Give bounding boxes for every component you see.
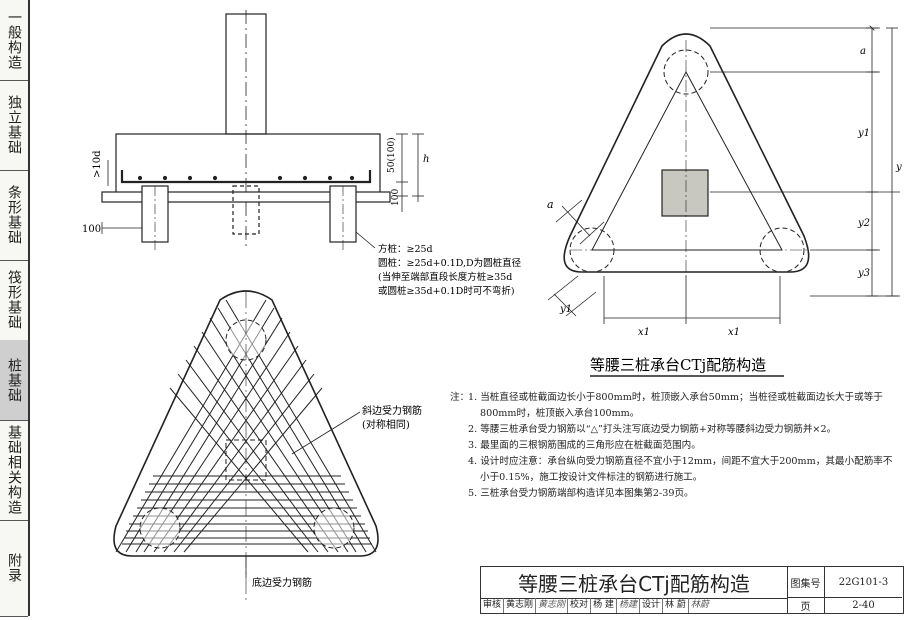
signature-row: 审核 黄志刚 黄志刚 校对 杨 建 杨建 设计 林 蔚 林蔚: [481, 598, 788, 613]
dim-100-right: 100: [391, 189, 401, 206]
note-item-4: 4. 设计时应注意：承台纵向受力钢筋直径不宜小于12mm，间距不宜大于200mm…: [468, 456, 893, 483]
cushion-layer: [101, 191, 391, 203]
atlas-label: 图集号: [787, 567, 825, 598]
drawing-area: >10d 50(100) h 100 100 方桩：≥25d 圆桩：≥25d+0…: [30, 0, 909, 620]
leader-slant: [291, 411, 361, 455]
dim-y2: y2: [857, 218, 870, 229]
sidebar-tab-6[interactable]: 附录: [0, 520, 28, 617]
check-label: 校对: [568, 598, 592, 613]
note-item-5: 5. 三桩承台受力钢筋端部构造详见本图集第2-39页。: [468, 488, 694, 499]
pile-triangle: [591, 70, 783, 251]
sidebar-tab-4[interactable]: 桩基础: [0, 340, 28, 421]
anchor-line-3: (当伸至端部直段长度方桩≥35d: [378, 271, 512, 283]
page-value: 2-40: [852, 600, 875, 611]
page-label: 页: [787, 598, 825, 613]
note-item-1: 1. 当桩直径或桩截面边长小于800mm时，桩顶嵌入承台50mm；当桩径或桩截面…: [468, 392, 883, 419]
review-signature: 黄志刚: [536, 598, 569, 613]
dim-100-left: 100: [82, 224, 101, 235]
dim-y: y: [895, 162, 902, 173]
design-label: 设计: [640, 598, 663, 613]
anchor-note: 方桩：≥25d 圆桩：≥25d+0.1D,D为圆桩直径 (当伸至端部直段长度方桩…: [378, 243, 522, 297]
dim-x1-left: x1: [638, 327, 650, 338]
label-slant-bars: 斜边受力钢筋: [362, 404, 422, 417]
sidebar-tab-label: 一般构造: [6, 10, 22, 70]
dims-left: [547, 199, 605, 317]
notes-block: 注： 1. 当桩直径或桩截面边长小于800mm时，桩顶嵌入承台50mm；当桩径或…: [450, 390, 902, 502]
dim-x1-right: x1: [728, 327, 740, 338]
atlas-value: 22G101-3: [825, 567, 902, 598]
sidebar-tab-1[interactable]: 独立基础: [0, 80, 28, 171]
note-item-3: 3. 最里面的三根钢筋围成的三角形应在桩截面范围内。: [468, 440, 701, 451]
sidebar: 一般构造独立基础条形基础筏形基础桩基础基础相关构造附录: [0, 0, 30, 617]
rebar-dots: [137, 175, 355, 181]
sidebar-tab-label: 附录: [6, 553, 22, 583]
pile-center-hidden: [232, 185, 260, 235]
notes-label: 注：: [450, 392, 470, 403]
cap-plan: [547, 28, 900, 324]
anchor-line-4: 或圆桩≥35d+0.1D时可不弯折): [378, 285, 515, 297]
design-name: 林 蔚: [663, 598, 689, 613]
sidebar-tab-label: 基础相关构造: [6, 425, 22, 515]
review-label: 审核: [481, 598, 505, 613]
drawing-canvas: >10d 50(100) h 100 100 方桩：≥25d 圆桩：≥25d+0…: [82, 10, 902, 600]
sidebar-tab-label: 桩基础: [6, 357, 22, 403]
dims-right: [710, 28, 900, 297]
cap-outline: [563, 33, 810, 273]
column-section: [661, 169, 709, 217]
design-signature: 林蔚: [690, 600, 709, 610]
label-bottom-bars: 底边受力钢筋: [252, 576, 312, 589]
dim-y1: y1: [857, 128, 870, 139]
anchor-line-2: 圆桩：≥25d+0.1D,D为圆桩直径: [378, 257, 522, 269]
title-block: 等腰三桩承台CTj配筋构造 图集号 22G101-3 页 2-40 审核 黄志刚…: [480, 566, 904, 614]
sidebar-tab-0[interactable]: 一般构造: [0, 0, 28, 81]
dims-bottom: [603, 276, 781, 324]
cap-plan-caption: 等腰三桩承台CTj配筋构造: [590, 356, 766, 374]
label-slant-note: (对称相同): [362, 418, 410, 431]
section-view: [101, 10, 424, 250]
dim-y3: y3: [857, 268, 870, 279]
dim-h: h: [423, 154, 429, 165]
check-name: 杨 建: [591, 598, 617, 613]
bottom-rebar: [120, 170, 372, 184]
sidebar-tab-label: 筏形基础: [6, 270, 22, 330]
dim-y1-side: y1: [559, 304, 572, 315]
dim-a-side: a: [547, 198, 554, 211]
dim-10d: >10d: [92, 150, 103, 178]
pile-bottom-right: [313, 507, 355, 549]
check-signature: 杨建: [617, 598, 640, 613]
dim-a-top: a: [860, 46, 866, 57]
sidebar-tab-5[interactable]: 基础相关构造: [0, 420, 28, 521]
sidebar-tab-2[interactable]: 条形基础: [0, 170, 28, 261]
pile-bottom-left: [139, 507, 181, 549]
sidebar-tab-label: 独立基础: [6, 95, 22, 155]
title-block-title: 等腰三桩承台CTj配筋构造: [481, 567, 788, 599]
cap-pile-top: [663, 49, 709, 95]
rebar-plan: [113, 290, 379, 600]
sidebar-tab-label: 条形基础: [6, 185, 22, 245]
dim-50: 50(100): [386, 137, 397, 173]
sidebar-tab-3[interactable]: 筏形基础: [0, 260, 28, 341]
review-name: 黄志刚: [504, 598, 537, 613]
anchor-line-1: 方桩：≥25d: [378, 243, 433, 255]
note-item-2: 2. 等腰三桩承台受力钢筋以“△”打头注写底边受力钢筋+对称等腰斜边受力钢筋并×…: [468, 424, 837, 435]
